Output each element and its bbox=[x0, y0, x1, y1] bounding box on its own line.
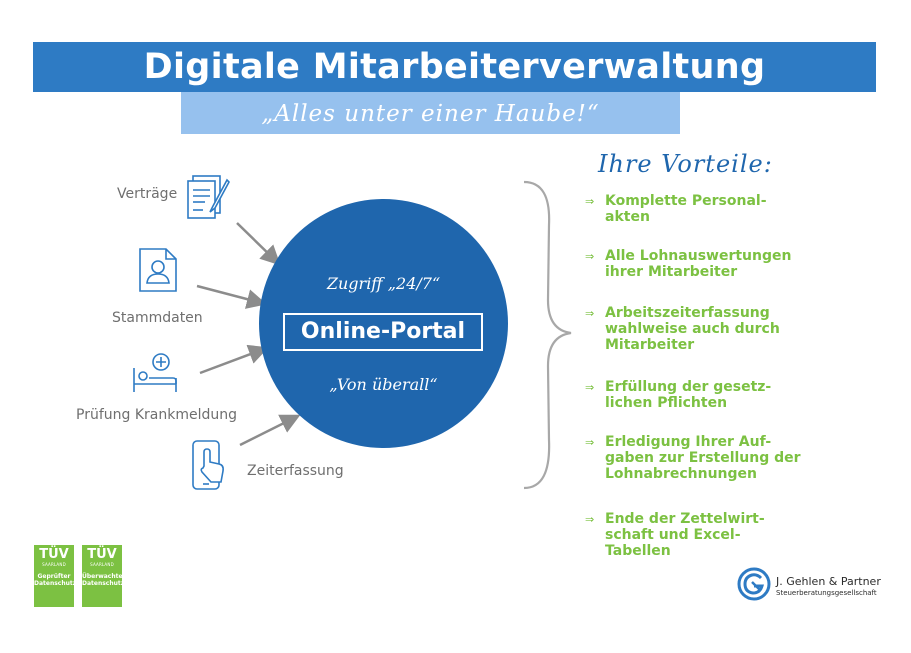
advantage-line: Erledigung Ihrer Auf- bbox=[605, 434, 772, 450]
advantage-line: ihrer Mitarbeiter bbox=[605, 264, 738, 280]
bullet-arrow-icon: ⇒ bbox=[585, 307, 595, 320]
arrow-time-tracking bbox=[239, 414, 301, 447]
contract-document-icon bbox=[187, 175, 230, 219]
tuev-logo: TÜV bbox=[39, 547, 69, 562]
sick-bed-icon bbox=[133, 353, 177, 392]
advantage-line: Arbeitszeiterfassung bbox=[605, 305, 770, 321]
page-subtitle: „Alles unter einer Haube!“ bbox=[261, 101, 600, 127]
portal-access-text: Zugriff „24/7“ bbox=[326, 274, 441, 293]
advantage-line: akten bbox=[605, 209, 650, 225]
personnel-file-icon bbox=[139, 248, 177, 292]
advantage-line: Erfüllung der gesetz- bbox=[605, 379, 772, 395]
portal-circle bbox=[259, 199, 508, 448]
curly-brace bbox=[523, 180, 572, 490]
arrow-sick-check bbox=[199, 344, 269, 375]
tuev-badge-monitored: TÜV SAARLAND Überwachter Datenschutz bbox=[82, 545, 126, 607]
tuev-badge-checked: TÜV SAARLAND Geprüfter Datenschutz bbox=[34, 545, 77, 607]
badge-line: Geprüfter bbox=[37, 573, 71, 580]
advantage-line: Mitarbeiter bbox=[605, 337, 695, 353]
advantage-line: gaben zur Erstellung der bbox=[605, 450, 801, 466]
bullet-arrow-icon: ⇒ bbox=[585, 513, 595, 526]
bullet-arrow-icon: ⇒ bbox=[585, 436, 595, 449]
advantage-line: Lohnabrechnungen bbox=[605, 466, 757, 482]
badge-line: Datenschutz bbox=[34, 580, 77, 587]
tuev-region: SAARLAND bbox=[90, 562, 114, 567]
smartphone-touch-icon bbox=[192, 440, 224, 490]
firm-logo-icon bbox=[737, 567, 771, 601]
advantage-line: schaft und Excel- bbox=[605, 527, 741, 543]
arrow-contracts bbox=[236, 222, 281, 266]
bullet-arrow-icon: ⇒ bbox=[585, 250, 595, 263]
advantage-line: wahlweise auch durch bbox=[605, 321, 780, 337]
firm-name: J. Gehlen & Partner bbox=[776, 575, 881, 588]
advantage-line: lichen Pflichten bbox=[605, 395, 728, 411]
portal-label: Online-Portal bbox=[300, 319, 466, 344]
firm-tagline: Steuerberatungsgesellschaft bbox=[776, 589, 877, 597]
advantage-line: Alle Lohnauswertungen bbox=[605, 248, 792, 264]
badge-line: Überwachter bbox=[82, 573, 126, 580]
subtitle-bar bbox=[181, 92, 680, 134]
advantages-title: Ihre Vorteile: bbox=[598, 150, 773, 178]
portal-anywhere-text: „Von überall“ bbox=[329, 375, 438, 394]
advantage-line: Ende der Zettelwirt- bbox=[605, 511, 765, 527]
title-bar bbox=[33, 42, 876, 92]
bullet-arrow-icon: ⇒ bbox=[585, 381, 595, 394]
badge-line: Datenschutz bbox=[82, 580, 125, 587]
input-label-contracts: Verträge bbox=[117, 186, 178, 202]
input-label-master-data: Stammdaten bbox=[112, 310, 203, 326]
tuev-region: SAARLAND bbox=[42, 562, 66, 567]
advantage-line: Komplette Personal- bbox=[605, 193, 767, 209]
page-title: Digitale Mitarbeiterverwaltung bbox=[143, 47, 766, 87]
portal-label-box bbox=[283, 313, 483, 351]
advantage-line: Tabellen bbox=[605, 543, 671, 559]
tuev-logo: TÜV bbox=[87, 547, 117, 562]
input-label-sick-check: Prüfung Krankmeldung bbox=[76, 407, 237, 423]
input-label-time-tracking: Zeiterfassung bbox=[247, 463, 344, 479]
bullet-arrow-icon: ⇒ bbox=[585, 195, 595, 208]
arrow-master-data bbox=[196, 284, 267, 309]
